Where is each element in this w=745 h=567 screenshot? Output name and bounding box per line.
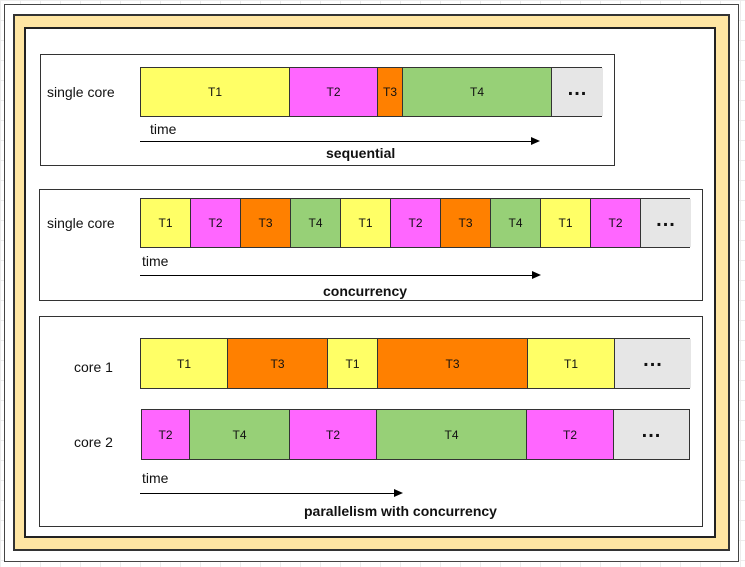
- task-segment: T1: [341, 199, 391, 247]
- task-segment: T4: [190, 410, 290, 459]
- row-label: core 1: [74, 359, 113, 375]
- ellipsis-segment: ...: [615, 339, 691, 388]
- ellipsis-segment: ...: [641, 199, 691, 247]
- task-segment: T4: [491, 199, 541, 247]
- task-segment: T1: [141, 339, 228, 388]
- task-segment: T1: [541, 199, 591, 247]
- time-label: time: [142, 470, 169, 486]
- task-segment: T1: [141, 68, 290, 116]
- row-label: core 2: [74, 434, 113, 450]
- task-segment: T4: [403, 68, 552, 116]
- time-label: time: [150, 121, 177, 137]
- task-segment: T3: [441, 199, 491, 247]
- task-segment: T2: [527, 410, 614, 459]
- time-label: time: [142, 253, 169, 269]
- task-segment: T1: [141, 199, 191, 247]
- task-segment: T3: [228, 339, 328, 388]
- task-segment: T2: [591, 199, 641, 247]
- task-segment: T2: [290, 68, 378, 116]
- time-arrow: [140, 271, 541, 279]
- task-segment: T3: [241, 199, 291, 247]
- task-segment: T2: [391, 199, 441, 247]
- row-label: single core: [47, 215, 115, 231]
- task-segment: T3: [378, 339, 528, 388]
- task-segment: T4: [377, 410, 527, 459]
- task-segment: T3: [378, 68, 403, 116]
- section-caption: parallelism with concurrency: [304, 503, 497, 519]
- task-segment: T2: [142, 410, 190, 459]
- task-segment: T2: [290, 410, 377, 459]
- task-segment: T2: [191, 199, 241, 247]
- time-arrow: [140, 137, 540, 145]
- ellipsis-segment: ...: [614, 410, 689, 459]
- row-label: single core: [47, 84, 115, 100]
- task-segment: T1: [328, 339, 378, 388]
- ellipsis-segment: ...: [552, 68, 603, 116]
- section-caption: sequential: [326, 145, 396, 161]
- section-caption: concurrency: [323, 283, 408, 299]
- time-arrow: [140, 489, 403, 497]
- task-segment: T4: [291, 199, 341, 247]
- task-segment: T1: [528, 339, 615, 388]
